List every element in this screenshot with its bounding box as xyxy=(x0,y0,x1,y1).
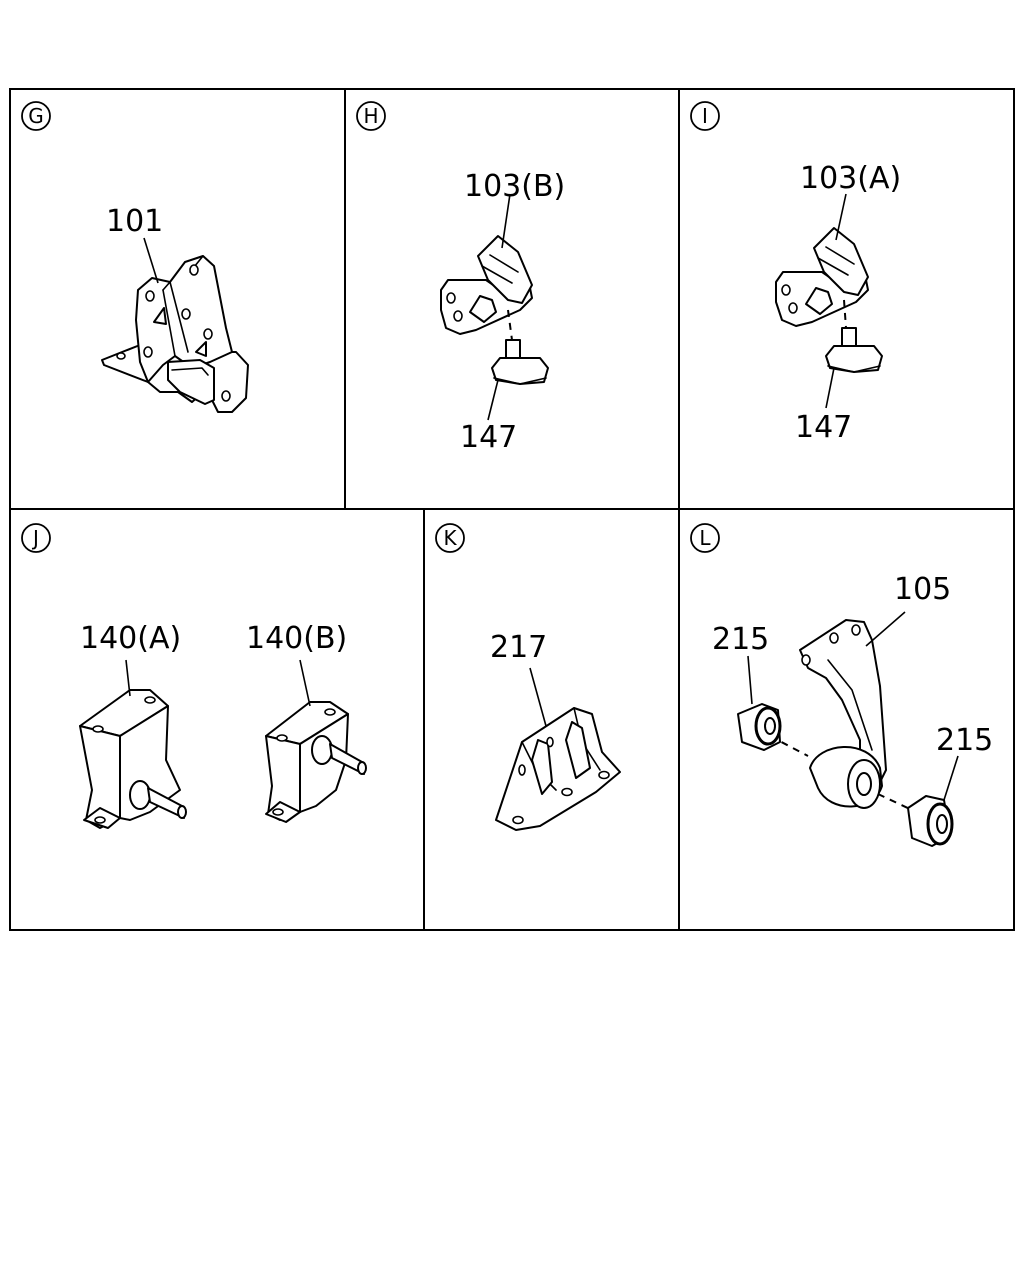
panel-letter-j: J xyxy=(31,526,39,550)
label-103b: 103(B) xyxy=(464,169,565,204)
part-103a-bracket[interactable] xyxy=(775,227,869,327)
label-147-h: 147 xyxy=(460,420,517,455)
panel-letter-g: G xyxy=(28,104,44,128)
label-140b: 140(B) xyxy=(246,621,347,656)
part-215-bushing-left[interactable] xyxy=(737,703,782,751)
panel-l: L 105 215 215 xyxy=(690,523,993,847)
panel-i: I 103(A) 147 xyxy=(690,101,901,445)
part-105-arm[interactable] xyxy=(799,619,887,809)
part-215-bushing-right[interactable] xyxy=(907,795,954,847)
panel-j: J 140(A) 140(B) xyxy=(21,523,367,829)
panel-grid xyxy=(9,88,1015,931)
label-217: 217 xyxy=(490,630,547,665)
label-215-left: 215 xyxy=(712,622,769,657)
panel-h: H 103(B) 147 xyxy=(356,101,565,455)
panel-letter-k: K xyxy=(443,526,457,550)
label-147-i: 147 xyxy=(795,410,852,445)
panel-letter-h: H xyxy=(363,104,378,128)
part-140a-mount[interactable] xyxy=(79,689,187,829)
label-140a: 140(A) xyxy=(80,621,181,656)
part-140b-mount[interactable] xyxy=(265,701,367,823)
label-105: 105 xyxy=(894,572,951,607)
part-147-mount-i[interactable] xyxy=(825,327,883,373)
label-101: 101 xyxy=(106,204,163,239)
part-147-mount-h[interactable] xyxy=(491,339,549,385)
label-103a: 103(A) xyxy=(800,161,901,196)
panel-letter-i: I xyxy=(702,104,708,128)
panel-g: G 101 xyxy=(21,101,249,413)
label-215-right: 215 xyxy=(936,723,993,758)
panel-k: K 217 xyxy=(435,523,621,831)
part-217-bracket[interactable] xyxy=(495,707,621,831)
part-103b-bracket[interactable] xyxy=(440,235,533,335)
part-101-bracket[interactable] xyxy=(101,255,249,413)
panel-letter-l: L xyxy=(699,526,711,550)
